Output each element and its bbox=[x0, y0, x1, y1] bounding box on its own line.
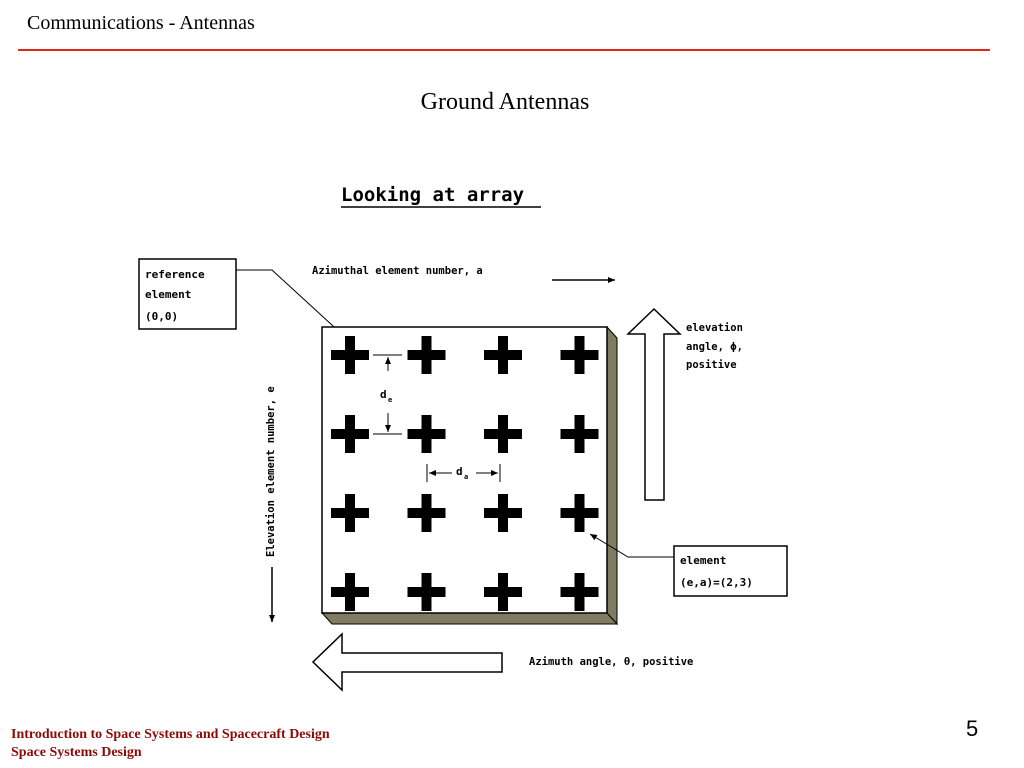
elevation-element-label: Elevation element number, e bbox=[265, 386, 277, 557]
antenna-element-2-0 bbox=[331, 494, 369, 532]
antenna-element-0-0 bbox=[331, 336, 369, 374]
footer: Introduction to Space Systems and Spacec… bbox=[11, 726, 330, 762]
antenna-element-2-1 bbox=[407, 494, 446, 532]
antenna-element-3-3 bbox=[560, 573, 599, 611]
footer-course-title: Introduction to Space Systems and Spacec… bbox=[11, 727, 330, 742]
reference-box-line3: (0,0) bbox=[145, 310, 178, 323]
slide-title: Ground Antennas bbox=[420, 89, 590, 115]
azimuth-angle-arrow bbox=[311, 632, 503, 692]
azimuth-angle-label: Azimuth angle, θ, positive bbox=[529, 656, 693, 668]
array-panel-side bbox=[606, 325, 618, 626]
element-callout-line2: (e,a)=(2,3) bbox=[680, 576, 753, 589]
antenna-element-1-0 bbox=[331, 415, 369, 453]
antenna-element-1-2 bbox=[484, 415, 522, 453]
header-divider bbox=[18, 49, 990, 51]
antenna-element-2-3 bbox=[560, 494, 599, 532]
footer-subtitle: Space Systems Design bbox=[11, 745, 142, 760]
elevation-angle-line1: elevation bbox=[686, 322, 743, 334]
antenna-element-3-0 bbox=[331, 573, 369, 611]
antenna-element-1-1 bbox=[407, 415, 446, 453]
reference-element-box bbox=[138, 258, 237, 330]
antenna-element-3-1 bbox=[407, 573, 446, 611]
element-callout-line1: element bbox=[680, 554, 726, 567]
reference-leader-line bbox=[236, 269, 346, 338]
section-title: Communications - Antennas bbox=[27, 12, 255, 34]
page-number: 5 bbox=[966, 716, 979, 741]
reference-box-line2: element bbox=[145, 288, 191, 301]
spacing-da-subscript: a bbox=[464, 473, 468, 481]
antenna-element-0-1 bbox=[407, 336, 446, 374]
diagram-heading: Looking at array bbox=[341, 184, 524, 206]
azimuth-element-label: Azimuthal element number, a bbox=[312, 265, 483, 277]
antenna-element-3-2 bbox=[484, 573, 522, 611]
array-panel bbox=[321, 326, 608, 614]
spacing-de-label: d bbox=[380, 388, 387, 401]
element-leader-line bbox=[589, 533, 674, 558]
elevation-angle-arrow bbox=[626, 307, 682, 501]
antenna-element-0-3 bbox=[560, 336, 599, 374]
antenna-element-1-3 bbox=[560, 415, 599, 453]
elevation-angle-line3: positive bbox=[686, 359, 737, 371]
elevation-angle-line2: angle, ϕ, bbox=[686, 341, 743, 353]
antenna-element-0-2 bbox=[484, 336, 522, 374]
spacing-da-label: d bbox=[456, 465, 463, 478]
reference-box-line1: reference bbox=[145, 268, 205, 281]
array-elements bbox=[331, 336, 599, 611]
antenna-element-2-2 bbox=[484, 494, 522, 532]
array-panel-bottom bbox=[320, 612, 619, 625]
element-callout-box bbox=[673, 545, 788, 597]
spacing-de-subscript: e bbox=[388, 396, 392, 404]
